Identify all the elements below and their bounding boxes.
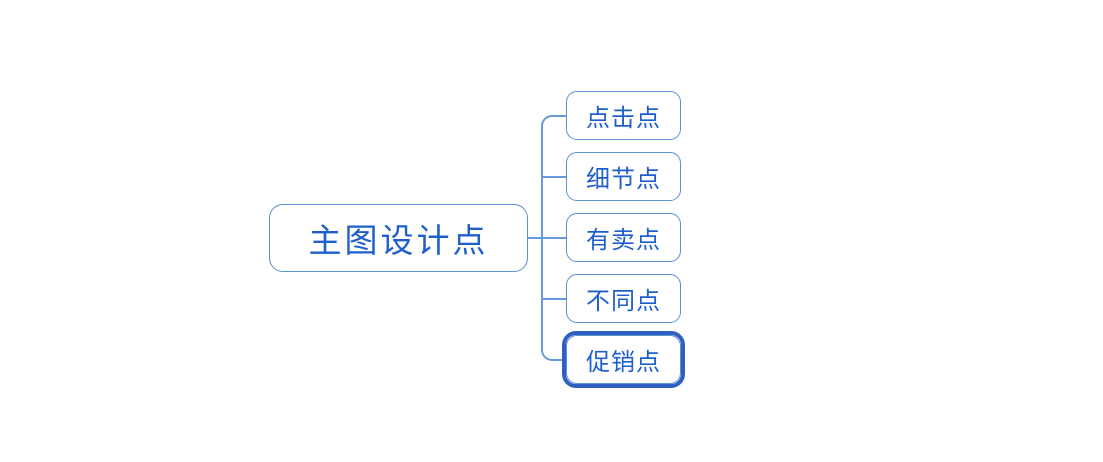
child-node-5-selected[interactable]: 促销点 xyxy=(566,335,681,384)
child-node-4[interactable]: 不同点 xyxy=(566,274,681,323)
child-node-label: 促销点 xyxy=(586,350,661,376)
connector-branch-0 xyxy=(541,115,566,127)
child-node-1[interactable]: 点击点 xyxy=(566,91,681,140)
selection-indicator xyxy=(562,331,685,388)
child-node-label: 不同点 xyxy=(586,289,661,315)
child-node-label: 点击点 xyxy=(586,106,661,132)
root-node-label: 主图设计点 xyxy=(308,224,489,260)
child-node-2[interactable]: 细节点 xyxy=(566,152,681,201)
child-node-3[interactable]: 有卖点 xyxy=(566,213,681,262)
child-node-label: 有卖点 xyxy=(586,228,661,254)
root-node[interactable]: 主图设计点 xyxy=(269,204,528,272)
child-node-label: 细节点 xyxy=(586,167,661,193)
